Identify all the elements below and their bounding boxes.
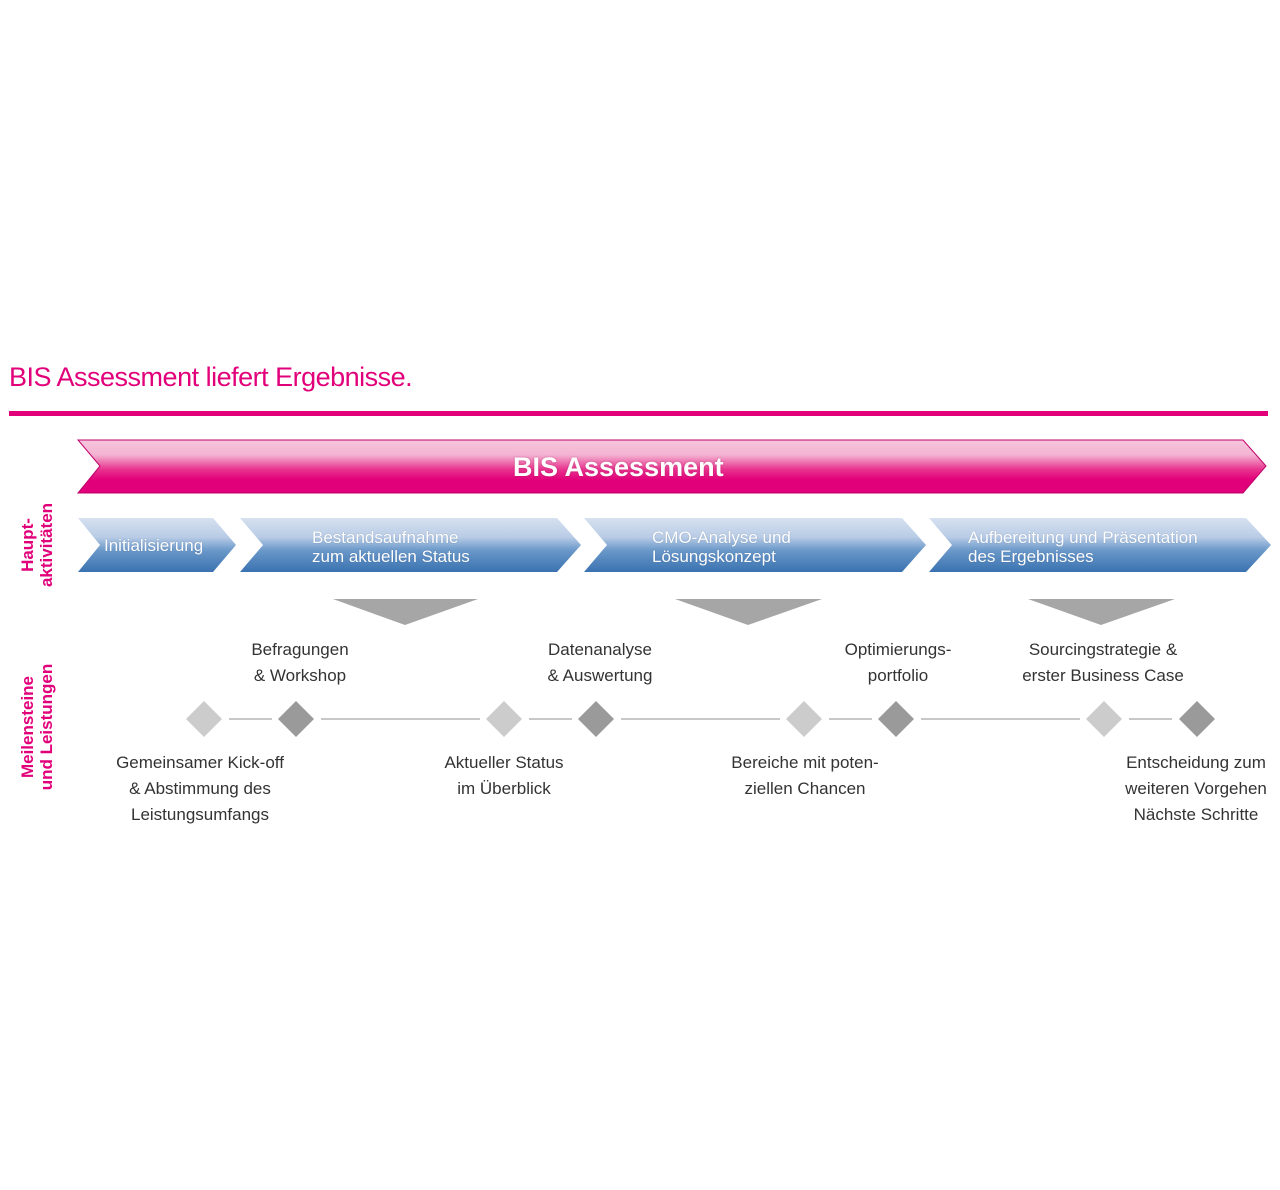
milestone-line: & Workshop <box>253 666 347 685</box>
title-divider <box>9 411 1268 416</box>
phase-label-line: Initialisierung <box>104 536 204 555</box>
milestone-line: & Abstimmung des <box>129 779 271 798</box>
row-label-milestones: Meilensteine und Leistungen <box>18 652 58 802</box>
phase-label-line: Bestandsaufnahme <box>312 528 459 547</box>
phase-label-line: Aufbereitung und Präsentation <box>968 528 1198 547</box>
milestone-bottom-2: Aktueller Status im Überblick <box>424 750 584 802</box>
row-label-line: Meilensteine <box>18 675 37 779</box>
milestone-line: Gemeinsamer Kick-off <box>116 753 284 772</box>
milestone-diamond-dark <box>1179 701 1215 737</box>
milestone-bottom-1: Gemeinsamer Kick-off & Abstimmung des Le… <box>90 750 310 828</box>
phase-label-line: des Ergebnisses <box>968 547 1094 566</box>
row-label-activities: Haupt- aktivitäten <box>18 485 58 605</box>
down-arrow-icon <box>675 599 822 625</box>
milestone-line: Optimierungs- <box>844 640 952 659</box>
phase-label-initialisierung: Initialisierung <box>104 536 203 555</box>
phase-label-cmo-analyse: CMO-Analyse und Lösungskonzept <box>652 528 791 566</box>
phase-chevron-3 <box>584 518 926 572</box>
main-bar-label: BIS Assessment <box>513 452 724 482</box>
milestone-line: Sourcingstrategie & <box>1028 640 1178 659</box>
milestone-diamond-dark <box>578 701 614 737</box>
milestone-diamond-light <box>486 701 522 737</box>
milestone-bottom-3: Bereiche mit poten- ziellen Chancen <box>710 750 900 802</box>
milestone-line: Nächste Schritte <box>1133 805 1259 824</box>
milestone-top-3: Optimierungs- portfolio <box>823 637 973 689</box>
milestone-line: portfolio <box>867 666 929 685</box>
milestone-line: Leistungsumfangs <box>131 805 269 824</box>
row-label-line: Haupt- <box>18 518 37 572</box>
milestone-diamond-dark <box>878 701 914 737</box>
milestone-top-4: Sourcingstrategie & erster Business Case <box>1003 637 1203 689</box>
milestone-diamond-light <box>186 701 222 737</box>
milestone-line: Aktueller Status <box>444 753 564 772</box>
phase-label-aufbereitung: Aufbereitung und Präsentation des Ergebn… <box>968 528 1198 566</box>
phase-chevron-1 <box>78 518 236 572</box>
phase-label-line: zum aktuellen Status <box>312 547 470 566</box>
main-bar-chevron <box>76 439 1267 494</box>
milestone-diamond-dark <box>278 701 314 737</box>
milestone-line: Befragungen <box>251 640 349 659</box>
milestone-line: Datenanalyse <box>548 640 652 659</box>
milestone-top-1: Befragungen & Workshop <box>230 637 370 689</box>
down-arrow-icon <box>333 599 478 625</box>
milestone-line: ziellen Chancen <box>744 779 866 798</box>
milestone-line: & Auswertung <box>547 666 653 685</box>
milestone-diamond-light <box>786 701 822 737</box>
milestone-line: Bereiche mit poten- <box>731 753 879 772</box>
milestone-top-2: Datenanalyse & Auswertung <box>525 637 675 689</box>
milestone-line: im Überblick <box>457 779 551 798</box>
row-label-line: und Leistungen <box>37 663 56 791</box>
milestone-bottom-4: Entscheidung zum weiteren Vorgehen Nächs… <box>1108 750 1280 828</box>
milestone-diamond-light <box>1086 701 1122 737</box>
phase-chevron-2 <box>240 518 581 572</box>
phase-label-line: Lösungskonzept <box>652 547 776 566</box>
milestone-line: erster Business Case <box>1022 666 1184 685</box>
down-arrow-icon <box>1028 599 1175 625</box>
phase-chevron-4 <box>929 518 1271 572</box>
milestone-line: Entscheidung zum <box>1126 753 1266 772</box>
milestone-line: weiteren Vorgehen <box>1125 779 1267 798</box>
phase-label-bestandsaufnahme: Bestandsaufnahme zum aktuellen Status <box>312 528 470 566</box>
page-title: BIS Assessment liefert Ergebnisse. <box>9 362 413 392</box>
phase-label-line: CMO-Analyse und <box>652 528 791 547</box>
row-label-line: aktivitäten <box>37 502 56 588</box>
